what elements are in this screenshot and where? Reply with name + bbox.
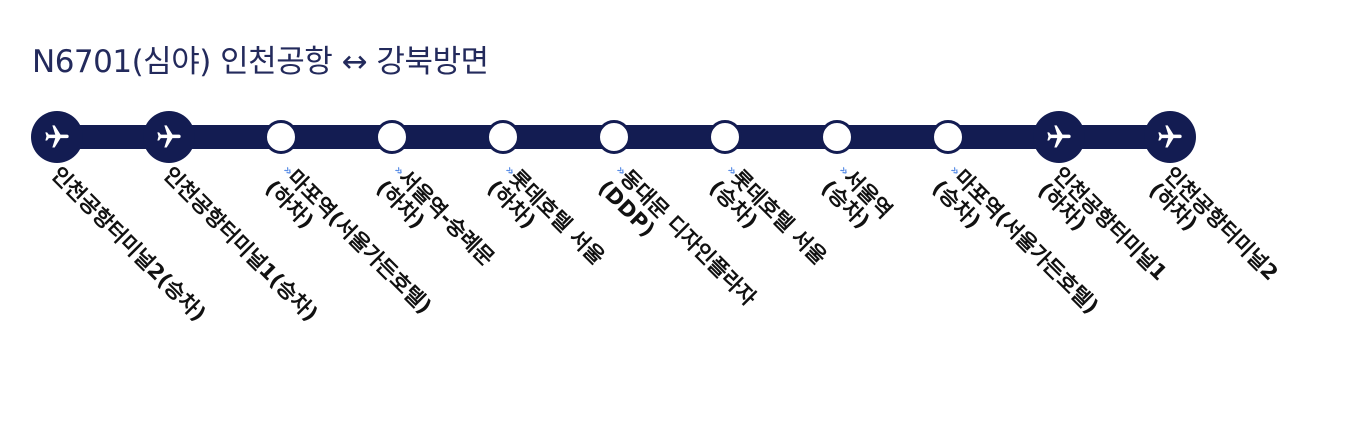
airport-stop-marker <box>143 111 195 163</box>
stop-marker <box>486 120 520 154</box>
stop-marker <box>264 120 298 154</box>
airport-stop-marker <box>1033 111 1085 163</box>
stop-marker <box>375 120 409 154</box>
stop-marker <box>820 120 854 154</box>
stop-marker <box>708 120 742 154</box>
stop-label: »서울역(승차) <box>816 160 896 239</box>
airplane-icon <box>1045 123 1073 151</box>
stop-marker <box>597 120 631 154</box>
stop-marker <box>931 120 965 154</box>
airplane-icon <box>155 123 183 151</box>
route-title: N6701(심야) 인천공항 ↔ 강북방면 <box>32 44 489 80</box>
stop-label: »롯데호텔 서울(하차) <box>482 160 608 285</box>
airplane-icon <box>1156 123 1184 151</box>
airport-stop-marker <box>1144 111 1196 163</box>
airport-stop-marker <box>31 111 83 163</box>
airplane-icon <box>43 123 71 151</box>
stop-label: 인천공항터미널2(하차) <box>1144 162 1282 300</box>
